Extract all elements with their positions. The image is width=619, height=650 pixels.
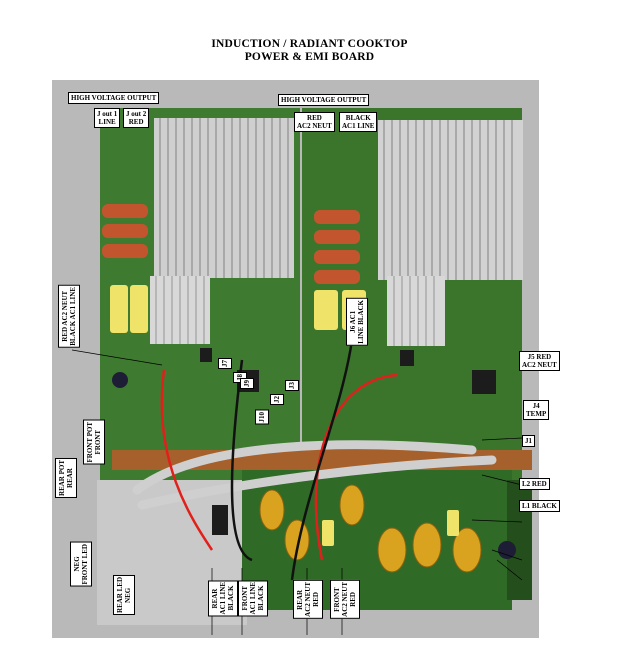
heatsink-right bbox=[378, 120, 523, 346]
label-j5: J5 RED AC2 NEUT bbox=[519, 351, 560, 371]
tag-j3: J3 bbox=[285, 380, 299, 391]
label-l2: L2 RED bbox=[519, 478, 550, 490]
wires bbox=[160, 339, 398, 581]
label-j4: J4 TEMP bbox=[523, 400, 550, 420]
orange-capacitors-left bbox=[102, 204, 148, 258]
label-bottom-rear-ac2: REAR AC2 NEUT RED bbox=[293, 580, 323, 619]
heatsink-left bbox=[150, 118, 294, 344]
page-title-line2: POWER & EMI BOARD bbox=[244, 51, 375, 63]
label-front-pot: FRONT POT FRONT bbox=[83, 420, 105, 465]
label-out1: J out 1 LINE bbox=[94, 108, 121, 128]
label-hv-left: HIGH VOLTAGE OUTPUT bbox=[68, 92, 160, 104]
label-left-side: RED AC2 NEUT BLACK AC1 LINE bbox=[58, 285, 80, 348]
label-red-ac2-neut-top: RED AC2 NEUT bbox=[294, 112, 335, 132]
label-hv-right: HIGH VOLTAGE OUTPUT bbox=[278, 94, 370, 106]
tag-j7: J7 bbox=[218, 358, 232, 369]
label-black-ac1-line-top: BLACK AC1 LINE bbox=[339, 112, 378, 132]
toroids bbox=[259, 484, 482, 573]
tag-j9: J9 bbox=[240, 378, 254, 389]
label-j6: J6 AC1 LINE BLACK bbox=[346, 298, 368, 346]
emi-caps bbox=[322, 510, 459, 546]
board-photo bbox=[52, 80, 539, 638]
yellow-capacitors-left bbox=[110, 285, 148, 333]
label-rear-pot: REAR POT REAR bbox=[55, 458, 77, 498]
label-out2: J out 2 RED bbox=[123, 108, 150, 128]
tag-j10: J10 bbox=[255, 410, 269, 425]
label-rear-led: REAR LED NEG bbox=[113, 575, 135, 615]
label-bottom-front-ac2: FRONT AC2 NEUT RED bbox=[330, 580, 360, 619]
orange-capacitors-right bbox=[314, 210, 360, 284]
label-neg-front-led: NEG FRONT LED bbox=[70, 542, 92, 587]
page-title-line1: INDUCTION / RADIANT COOKTOP bbox=[211, 38, 408, 50]
electrolytic-caps bbox=[112, 372, 516, 559]
label-bottom-front-ac1: FRONT AC1 LINE BLACK bbox=[238, 580, 268, 617]
label-l1: L1 BLACK bbox=[519, 500, 560, 512]
tag-j2: J2 bbox=[270, 394, 284, 405]
label-j1: J1 bbox=[522, 435, 535, 447]
lower-right-board bbox=[507, 480, 532, 600]
label-bottom-rear-ac1: REAR AC1 LINE BLACK bbox=[208, 580, 238, 617]
